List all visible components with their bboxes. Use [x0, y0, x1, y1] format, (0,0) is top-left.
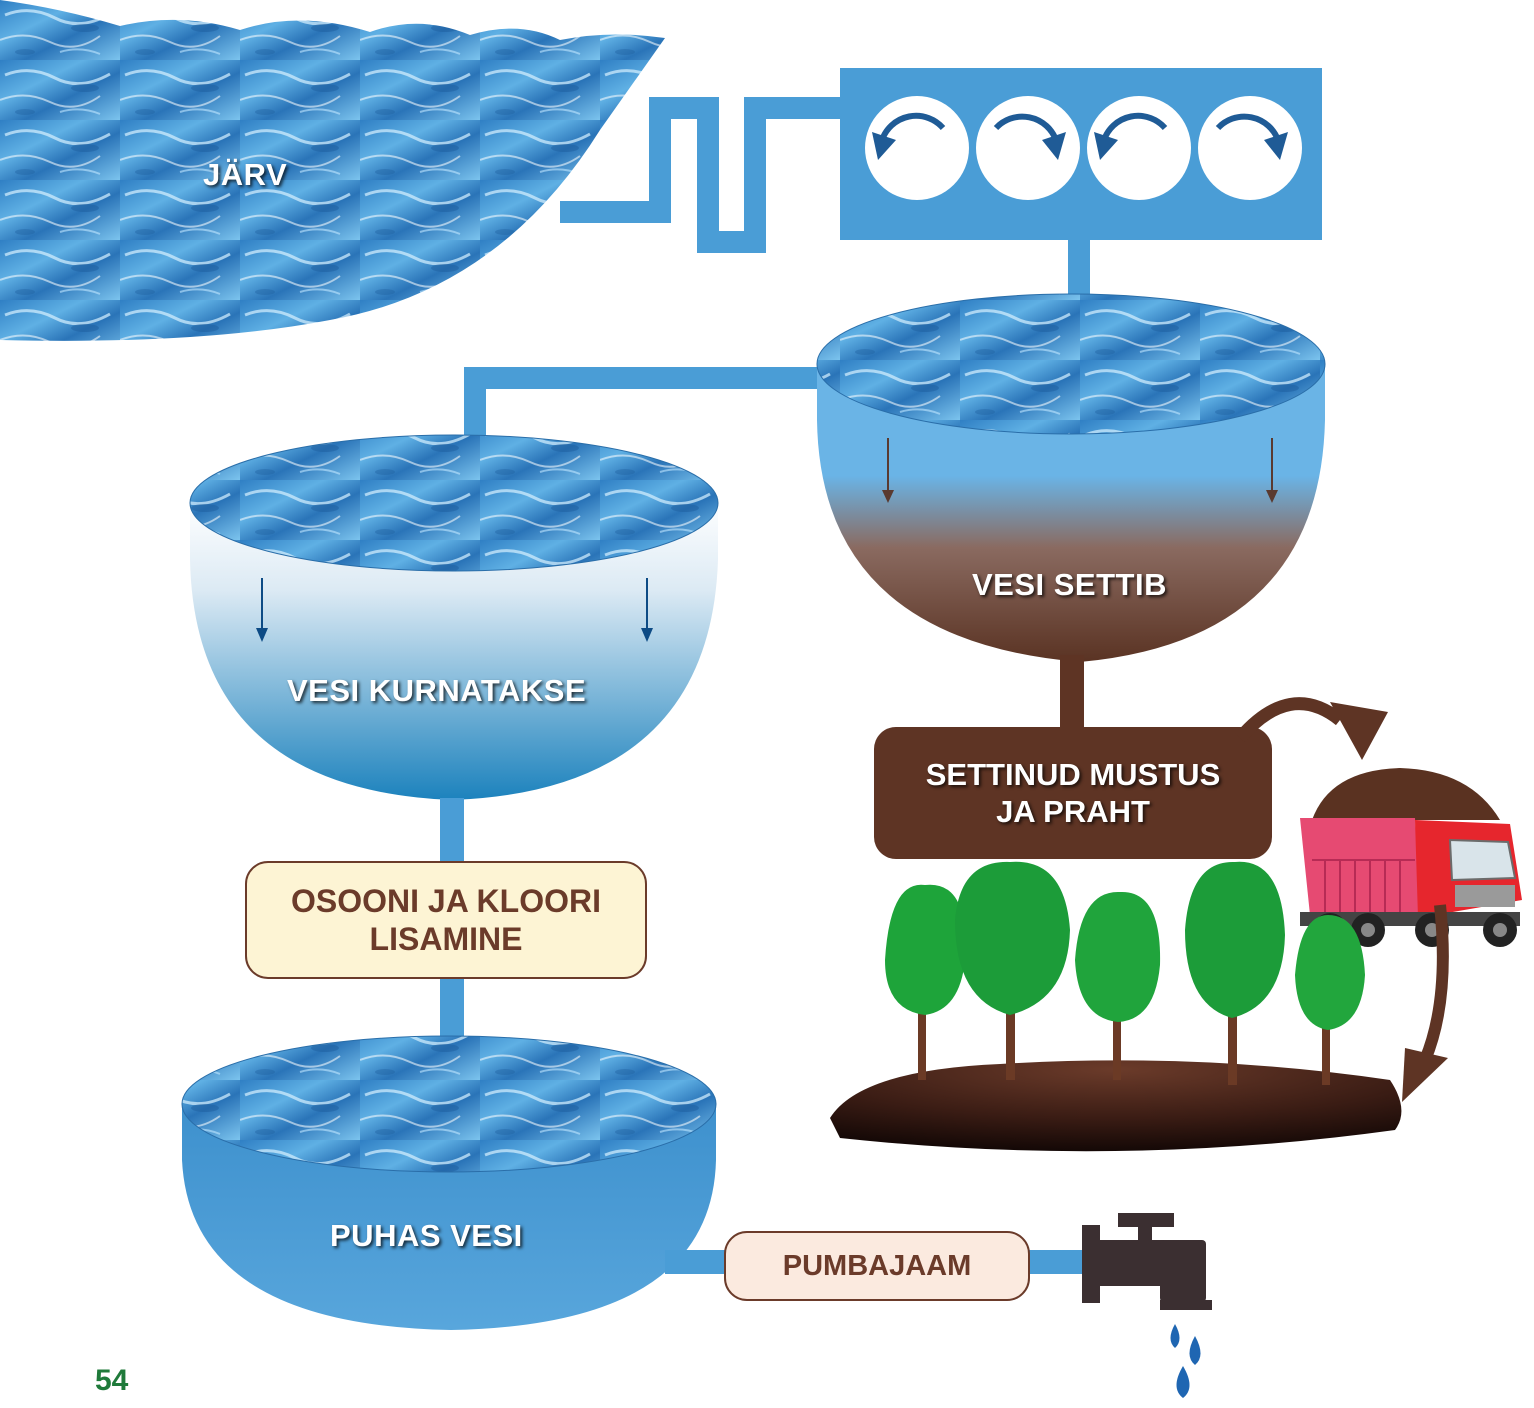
- sludge-label-line2: JA PRAHT: [996, 794, 1150, 829]
- chemical-label-line2: LISAMINE: [369, 921, 523, 957]
- truck-icon: [1300, 768, 1522, 947]
- rotor-3: [1087, 96, 1191, 200]
- tree-icon: [1185, 861, 1285, 1085]
- lake-surface: [0, 0, 665, 341]
- curved-arrow-icon: [1235, 697, 1345, 743]
- lake-label: JÄRV: [203, 157, 288, 192]
- rotation-arrow-icon: [1215, 113, 1281, 142]
- filter-tank: [189, 434, 719, 800]
- water-drop-icon: [1170, 1324, 1201, 1398]
- rotation-arrow-icon: [1101, 112, 1168, 142]
- tree-icon: [1075, 891, 1161, 1080]
- pump-label: PUMBAJAAM: [782, 1249, 972, 1282]
- clean-tank-label: PUHAS VESI: [330, 1218, 523, 1253]
- settling-tank-label: VESI SETTIB: [972, 567, 1167, 602]
- clean-water-tank: [181, 1035, 717, 1330]
- rotor-4: [1198, 96, 1302, 200]
- sludge-pipe: [1060, 655, 1084, 735]
- intake-pipe: [560, 97, 860, 253]
- rotation-arrow-icon: [879, 112, 946, 142]
- tree-icon: [955, 861, 1070, 1080]
- curved-arrow-icon: [1419, 904, 1449, 1063]
- pump-box-label: PUMBAJAAM: [725, 1232, 1029, 1300]
- ground: [830, 1060, 1402, 1152]
- filter-tank-label: VESI KURNATAKSE: [287, 673, 587, 708]
- sludge-box: [874, 727, 1272, 859]
- page-number: 54: [95, 1364, 129, 1397]
- rotor-2: [976, 96, 1080, 200]
- tree-icon: [1295, 915, 1365, 1085]
- faucet-icon: [1082, 1213, 1212, 1310]
- sludge-label-line1: SETTINUD MUSTUS: [925, 756, 1221, 792]
- rotor-1: [865, 96, 969, 200]
- chemical-label-line1: OSOONI JA KLOORI: [291, 882, 601, 919]
- settling-tank: [816, 293, 1326, 662]
- tree-icon: [885, 884, 966, 1080]
- screen-outlet-pipe: [1068, 238, 1090, 298]
- chemical-box: [245, 861, 647, 979]
- pump-box: [724, 1231, 1030, 1301]
- rotation-arrow-icon: [993, 113, 1059, 142]
